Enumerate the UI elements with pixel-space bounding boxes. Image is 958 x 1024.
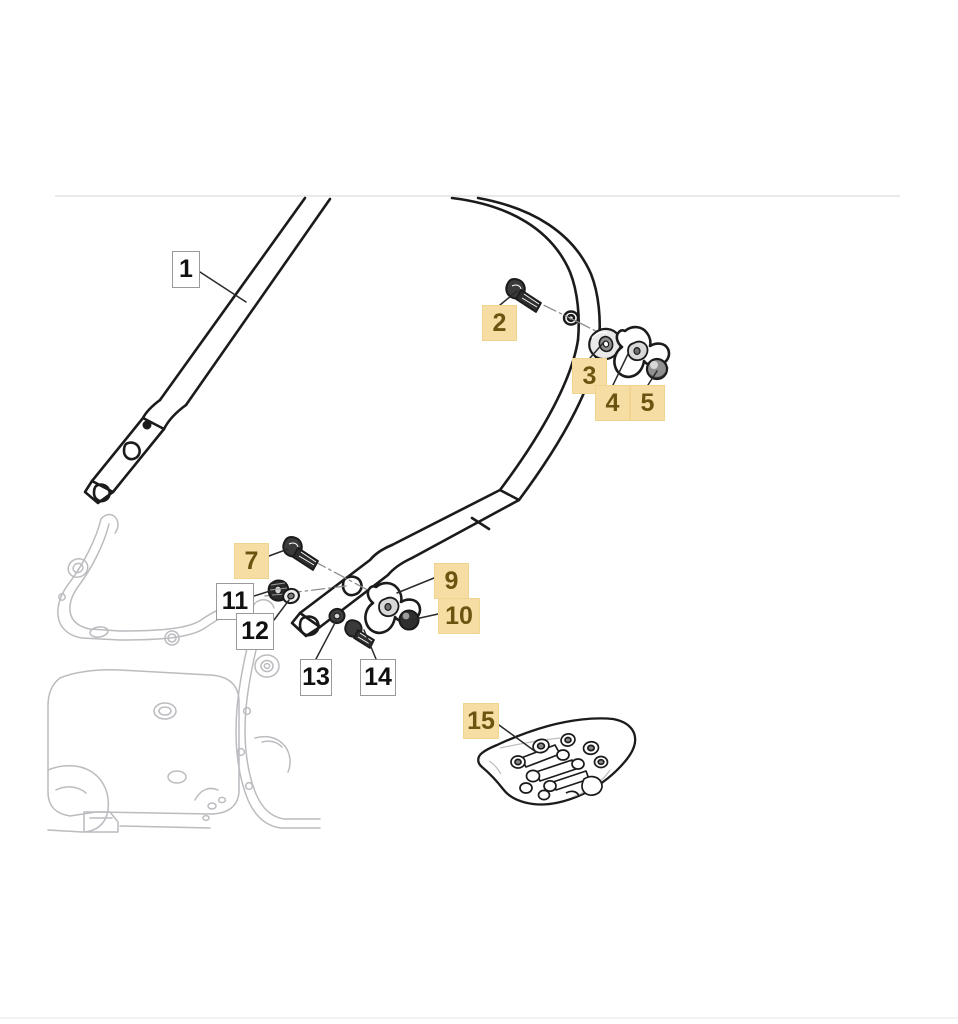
pivot-nut-part13 — [328, 607, 346, 625]
callout-13[interactable]: 13 — [300, 659, 332, 696]
callout-15[interactable]: 15 — [463, 703, 499, 739]
callout-3[interactable]: 3 — [572, 358, 607, 394]
callout-10[interactable]: 10 — [438, 598, 480, 634]
callout-12[interactable]: 12 — [236, 613, 274, 650]
washer-spacer-part3 — [588, 327, 622, 361]
lower-handle-bolt-part7 — [282, 536, 319, 571]
callout-9[interactable]: 9 — [434, 563, 469, 599]
lower-ball-knob-part10 — [398, 609, 420, 631]
callout-1[interactable]: 1 — [172, 251, 200, 288]
callout-14[interactable]: 14 — [360, 659, 396, 696]
ball-knob-part5 — [645, 357, 669, 381]
callout-leaders — [199, 271, 658, 753]
callout-7[interactable]: 7 — [234, 543, 269, 579]
divider-rules — [0, 195, 958, 1019]
handle-bolt-part2 — [505, 278, 542, 313]
callout-4[interactable]: 4 — [595, 385, 630, 421]
flat-washer-part12 — [282, 587, 300, 605]
callout-2[interactable]: 2 — [482, 305, 517, 341]
callout-5[interactable]: 5 — [630, 385, 665, 421]
lower-handle-tube — [290, 196, 602, 638]
callout-11[interactable]: 11 — [216, 583, 254, 620]
upper-handle-tube — [83, 196, 332, 505]
mower-body-ghost — [47, 513, 321, 833]
hardware-bag-part15 — [477, 717, 637, 806]
